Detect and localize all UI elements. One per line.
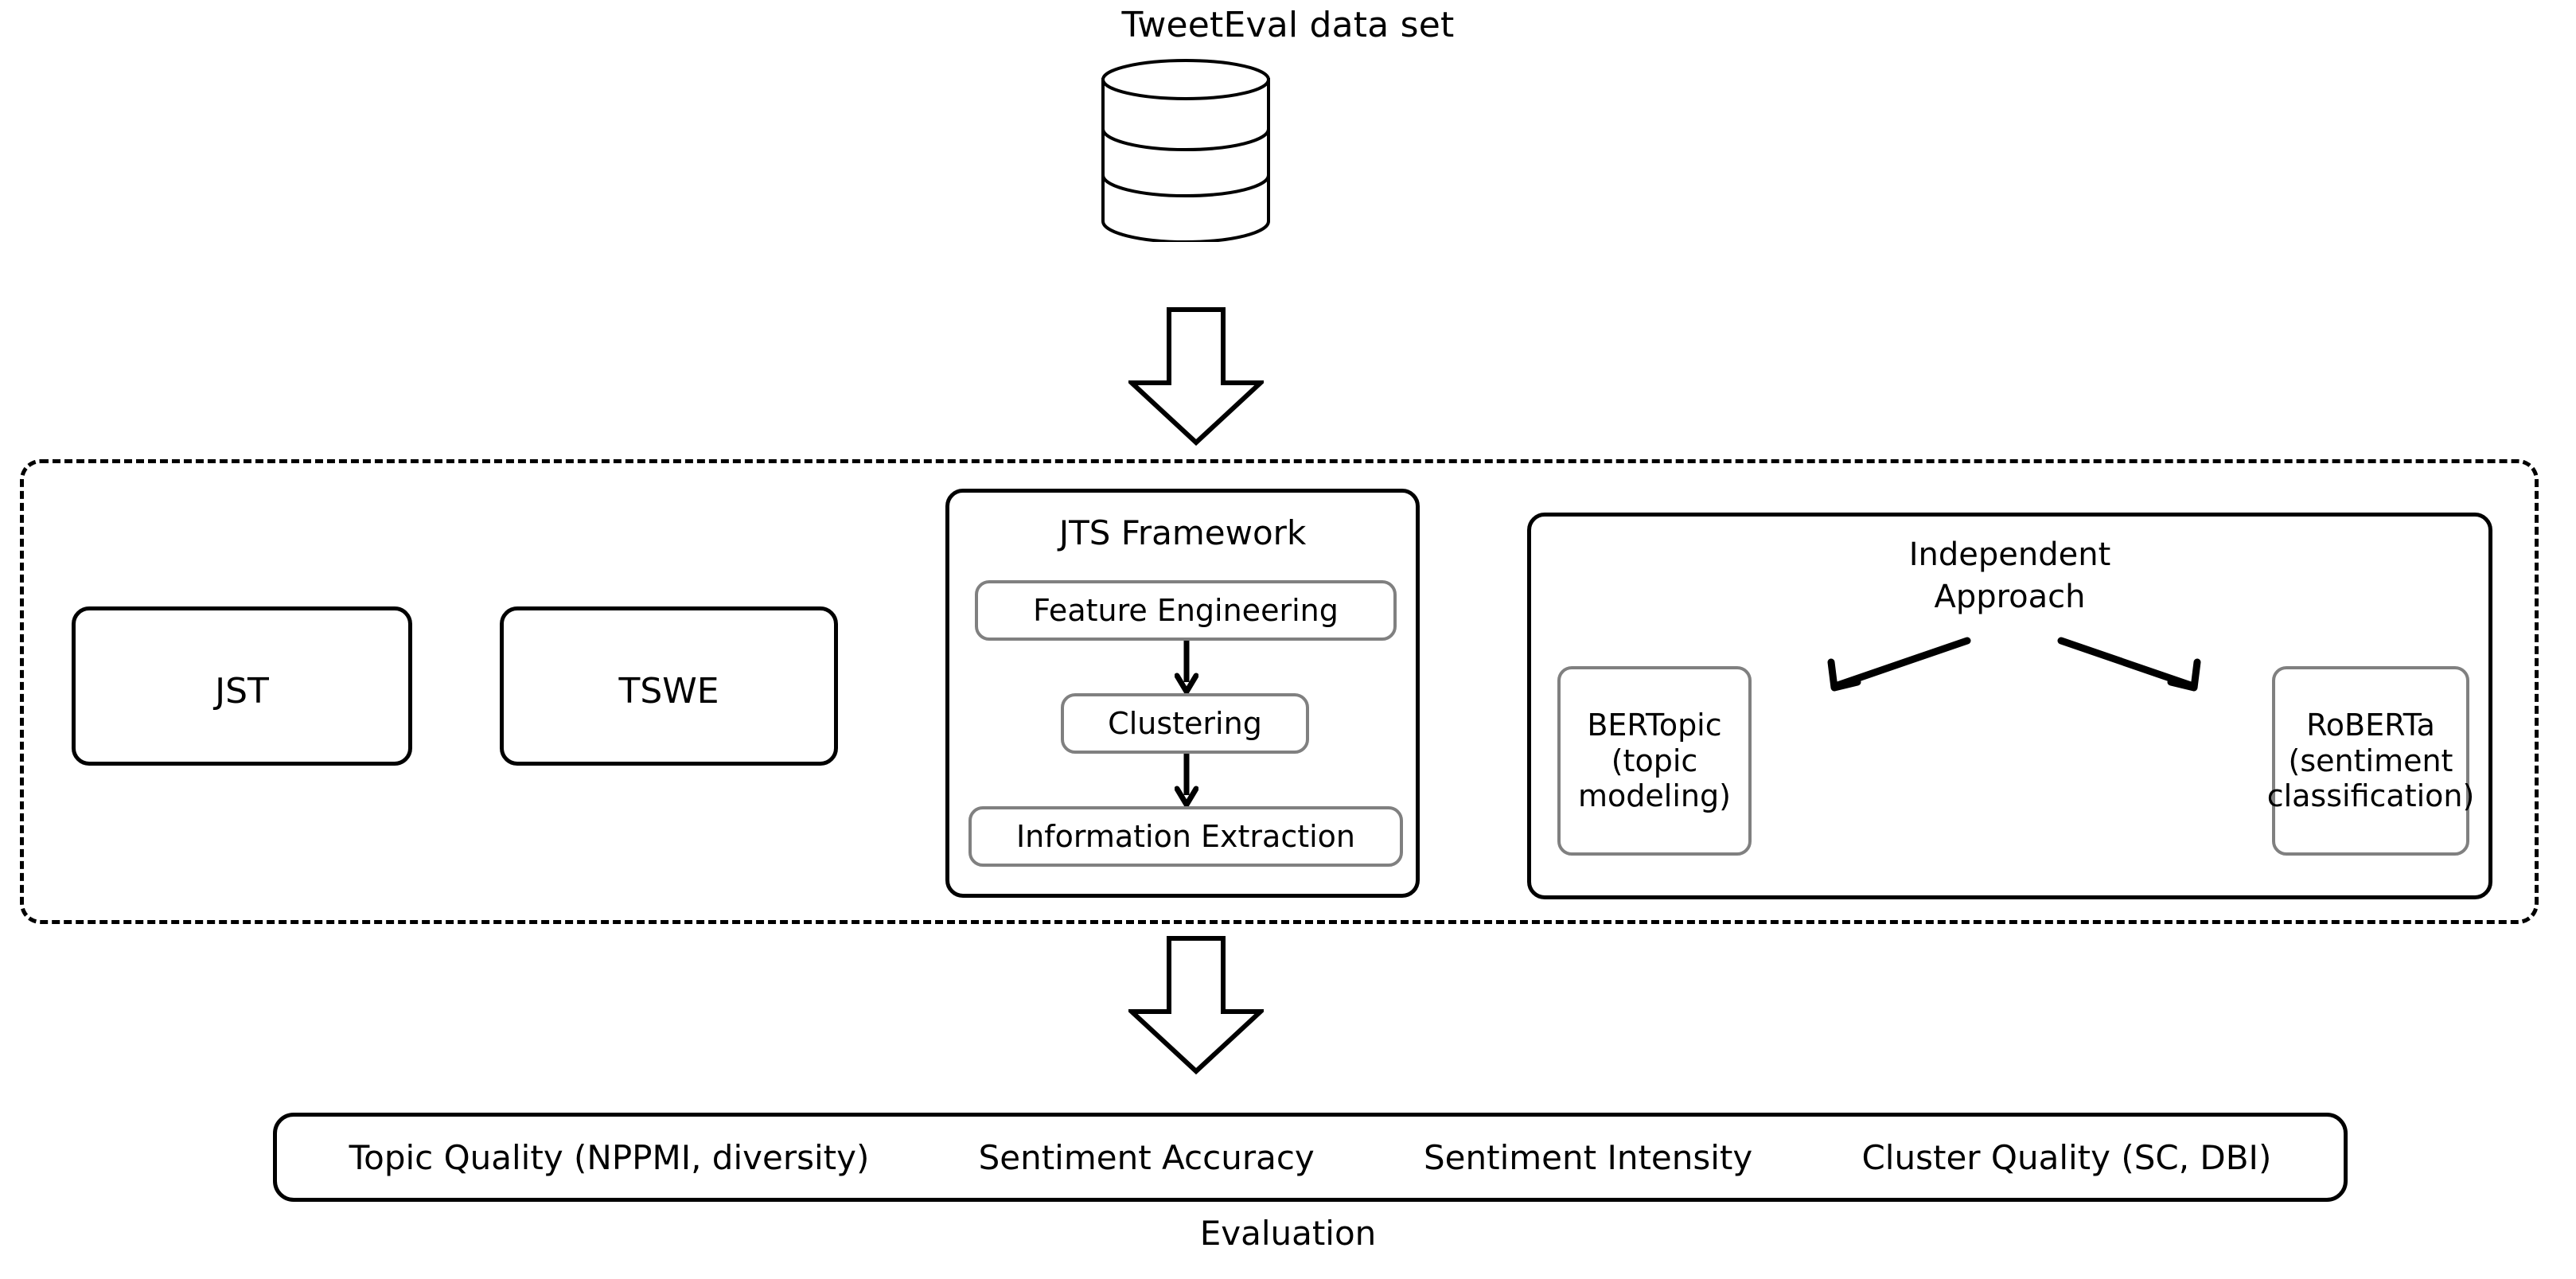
approach-label-tswe: TSWE <box>618 671 719 712</box>
down-arrow-icon-feature-to-clustering <box>1175 641 1198 693</box>
independent-approach-box[interactable]: Independent Approach BERTopic (topic mod… <box>1527 513 2492 899</box>
approach-box-tswe[interactable]: TSWE <box>500 606 838 766</box>
evaluation-metrics-bar: Topic Quality (NPPMI, diversity) Sentime… <box>273 1113 2348 1202</box>
branch-arrows-icon <box>1531 517 2496 903</box>
evaluation-metric-sentiment-intensity: Sentiment Intensity <box>1424 1137 1753 1177</box>
model-role-bertopic-line2: modeling) <box>1578 778 1731 814</box>
model-box-bertopic[interactable]: BERTopic (topic modeling) <box>1557 666 1752 856</box>
model-box-roberta[interactable]: RoBERTa (sentiment classification) <box>2267 666 2474 856</box>
independent-approach-label: Independent Approach <box>1531 534 2488 618</box>
down-block-arrow-icon-bottom <box>1128 935 1264 1074</box>
evaluation-caption: Evaluation <box>1199 1214 1377 1253</box>
jts-step-feature-engineering[interactable]: Feature Engineering <box>975 580 1397 641</box>
model-name-bertopic: BERTopic <box>1587 707 1722 743</box>
jts-framework-title: JTS Framework <box>1058 513 1307 552</box>
down-arrow-icon-clustering-to-extraction <box>1175 754 1198 806</box>
independent-approach-label-line2: Approach <box>1934 579 2086 616</box>
model-role-roberta-line2: classification) <box>2266 778 2475 814</box>
approaches-container <box>20 459 2539 924</box>
page-title: TweetEval data set <box>1121 5 1455 45</box>
model-role-bertopic-line1: (topic <box>1611 743 1698 778</box>
jts-step-information-extraction[interactable]: Information Extraction <box>968 806 1403 867</box>
database-cylinder-icon <box>1100 59 1272 242</box>
evaluation-metric-sentiment-accuracy: Sentiment Accuracy <box>978 1137 1315 1177</box>
evaluation-metric-cluster-quality: Cluster Quality (SC, DBI) <box>1861 1137 2272 1177</box>
evaluation-metric-topic-quality: Topic Quality (NPPMI, diversity) <box>349 1137 870 1177</box>
approach-box-jst[interactable]: JST <box>72 606 412 766</box>
approach-label-jst: JST <box>215 671 269 712</box>
model-name-roberta: RoBERTa <box>2306 707 2435 743</box>
independent-approach-label-line1: Independent <box>1908 536 2111 573</box>
model-role-roberta-line1: (sentiment <box>2288 743 2453 778</box>
down-block-arrow-icon-top <box>1128 306 1264 446</box>
jts-step-clustering[interactable]: Clustering <box>1061 693 1309 754</box>
jts-framework-box[interactable]: JTS Framework Feature Engineering Cluste… <box>945 489 1420 898</box>
